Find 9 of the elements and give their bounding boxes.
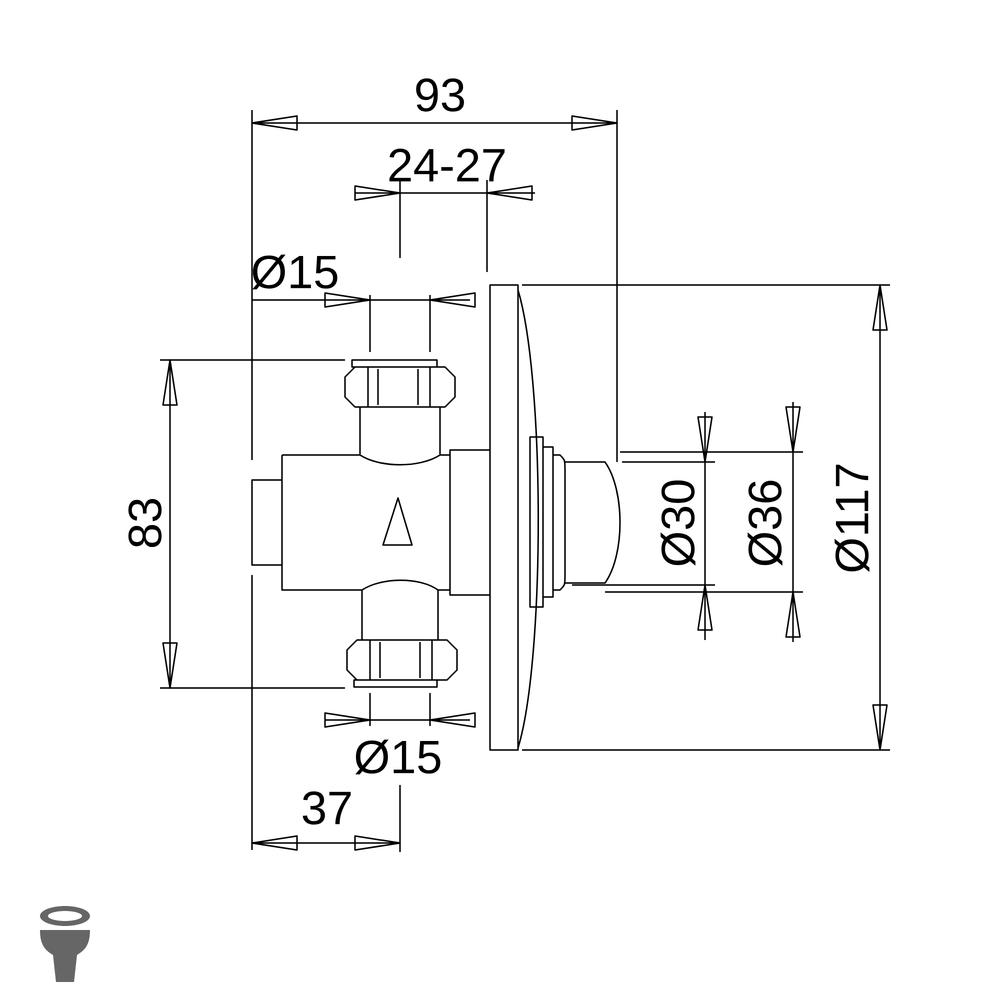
dimension-label: 24-27 bbox=[389, 148, 505, 182]
dimension-label: Ø117 bbox=[834, 464, 870, 572]
dimension-label: 83 bbox=[128, 499, 162, 548]
dimension-label: Ø36 bbox=[748, 480, 782, 566]
dimension-label: Ø15 bbox=[355, 740, 440, 774]
dimension-label: 37 bbox=[302, 791, 351, 825]
dimension-label: Ø30 bbox=[660, 480, 696, 566]
dimension-label: 93 bbox=[416, 78, 464, 112]
dimension-label: Ø15 bbox=[252, 254, 338, 290]
